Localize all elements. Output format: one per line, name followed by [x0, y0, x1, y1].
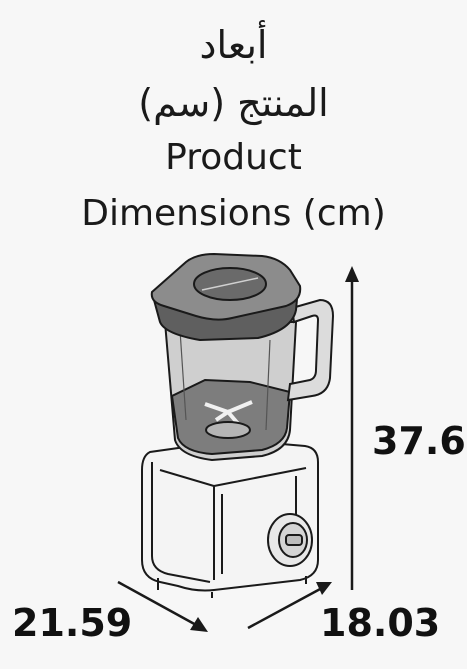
- title-arabic-line1: أبعاد: [199, 23, 268, 67]
- blender-lid: [150, 252, 302, 342]
- height-arrow: [345, 266, 359, 590]
- width-arrow: [117, 580, 208, 632]
- title-english-line2: Dimensions (cm): [81, 193, 386, 234]
- depth-value: 18.03: [320, 601, 441, 645]
- speed-dial: [267, 513, 313, 567]
- depth-arrow: [247, 582, 332, 630]
- width-value: 21.59: [12, 601, 133, 645]
- title-arabic-line2: المنتج (سم): [138, 81, 329, 125]
- blender-jar: [163, 298, 335, 462]
- height-value: 37.6: [372, 419, 466, 463]
- title-english-line1: Product: [165, 137, 302, 178]
